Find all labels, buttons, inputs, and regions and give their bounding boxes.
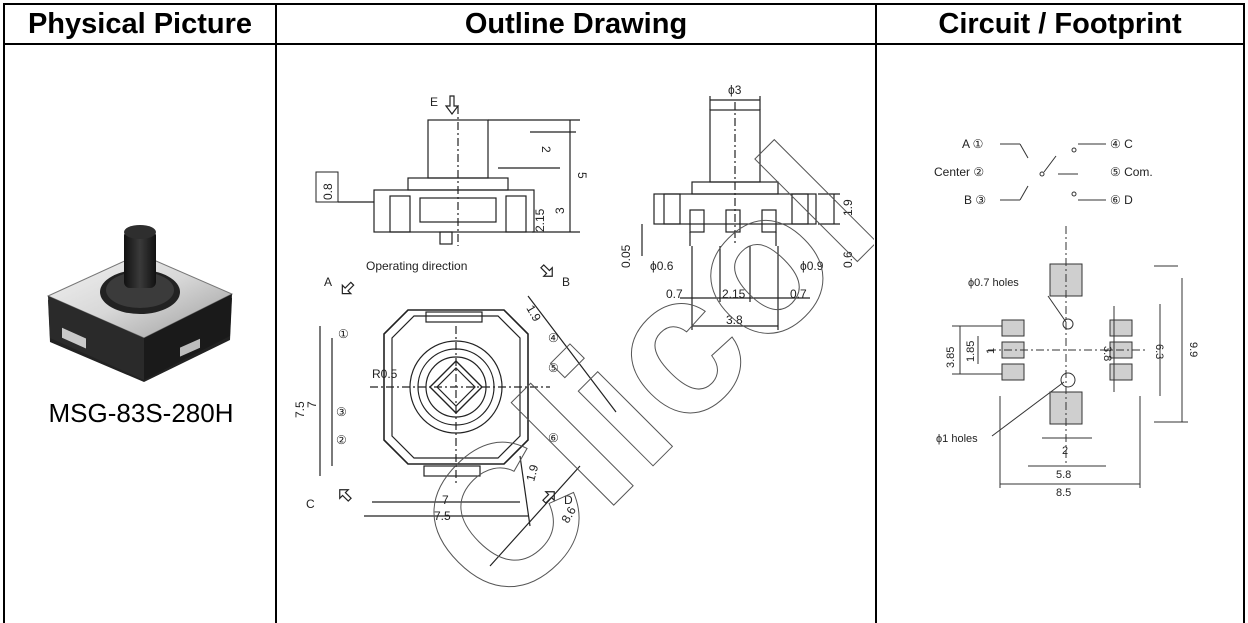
- circuit-d-label: ⑥ D: [1110, 193, 1133, 207]
- header-outline-drawing: Outline Drawing: [464, 8, 688, 40]
- dim-2-15: 2.15: [533, 208, 547, 232]
- watermark: Clicol: [374, 105, 874, 621]
- radius-label: R0.5: [372, 367, 398, 381]
- circuit-c-label: ④ C: [1110, 137, 1133, 151]
- dim-5-8: 5.8: [1056, 469, 1071, 481]
- header-circuit-footprint: Circuit / Footprint: [938, 8, 1182, 40]
- dim-7-5-horizontal: 7.5: [434, 509, 451, 523]
- holes-1-label: ϕ1 holes: [936, 433, 978, 445]
- dim-0-6: 0.6: [841, 251, 855, 268]
- pin-1-label: ①: [338, 327, 349, 341]
- dim-9-9: 9.9: [1187, 342, 1199, 357]
- dim-phi-3: ϕ3: [728, 83, 742, 97]
- dim-1-9-top: 1.9: [523, 303, 544, 325]
- dim-0-8: 0.8: [321, 183, 335, 200]
- dim-7-horizontal: 7: [442, 493, 449, 507]
- dim-1-9-bottom: 1.9: [523, 463, 541, 483]
- pin-3-label: ③: [336, 405, 347, 419]
- circuit-com-label: ⑤ Com.: [1110, 165, 1153, 179]
- circuit-b-label: B ③: [964, 193, 986, 207]
- dim-7-vertical: 7: [305, 401, 319, 408]
- dim-0-7-left: 0.7: [666, 287, 683, 301]
- outline-drawing: E 2 5 0.8 2.15 3 Operating direction A B…: [293, 83, 874, 621]
- dir-e-label: E: [430, 95, 438, 109]
- dir-a-label: A: [324, 275, 332, 289]
- circuit-center-label: Center ②: [934, 165, 984, 179]
- pin-2-label: ②: [336, 433, 347, 447]
- dim-3-85: 3.85: [945, 347, 957, 368]
- dim-1: 1: [985, 348, 997, 354]
- pin-5-label: ⑤: [548, 361, 559, 375]
- dim-1-85: 1.85: [965, 341, 977, 362]
- dim-3-8: 3.8: [726, 313, 743, 327]
- pin-6-label: ⑥: [548, 431, 559, 445]
- dim-0-7-right: 0.7: [790, 287, 807, 301]
- dim-phi-0-6: ϕ0.6: [650, 259, 674, 273]
- dim-0-05: 0.05: [619, 244, 633, 268]
- circuit-footprint: A ① Center ② B ③ ④ C ⑤ Com. ⑥ D: [934, 137, 1199, 499]
- holes-0-7-label: ϕ0.7 holes: [968, 277, 1019, 289]
- dim-1-9-right: 1.9: [841, 199, 855, 216]
- dim-3: 3: [553, 207, 567, 214]
- dir-b-label: B: [562, 275, 570, 289]
- circuit-a-label: A ①: [962, 137, 983, 151]
- dim-2-15-bottom: 2.15: [722, 287, 746, 301]
- operating-direction-label: Operating direction: [366, 259, 467, 273]
- dir-d-label: D: [564, 493, 573, 507]
- dim-3-8-footprint: 3.8: [1101, 346, 1113, 361]
- dir-c-label: C: [306, 497, 315, 511]
- pin-4-label: ④: [548, 331, 559, 345]
- dim-6-3: 6.3: [1153, 344, 1165, 359]
- header-physical-picture: Physical Picture: [27, 8, 253, 40]
- dim-phi-0-9: ϕ0.9: [800, 259, 824, 273]
- dim-2: 2: [539, 146, 553, 153]
- dim-2-footprint: 2: [1062, 445, 1068, 457]
- dim-5: 5: [575, 172, 589, 179]
- dim-8-5: 8.5: [1056, 487, 1071, 499]
- part-number: MSG-83S-280H: [48, 398, 234, 428]
- switch-photo: [46, 225, 234, 382]
- dim-7-5-vertical: 7.5: [293, 401, 307, 418]
